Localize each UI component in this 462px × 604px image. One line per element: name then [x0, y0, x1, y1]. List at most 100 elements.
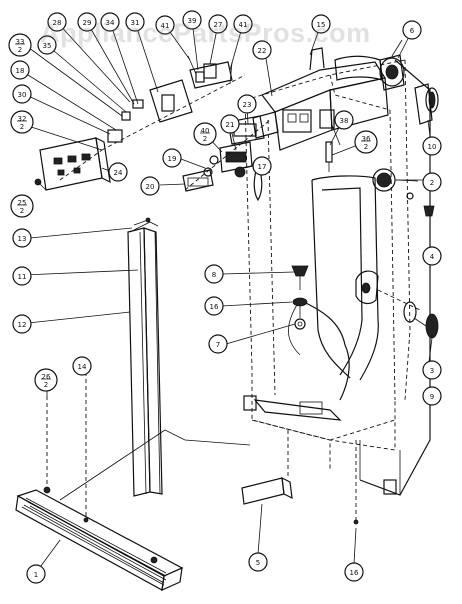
callout-8: 8	[204, 264, 224, 284]
bracket-10	[414, 83, 433, 137]
svg-text:34: 34	[106, 19, 115, 27]
svg-text:16: 16	[210, 303, 219, 311]
center-fittings	[291, 265, 309, 330]
door-strips	[127, 217, 163, 497]
svg-text:35: 35	[43, 42, 52, 50]
svg-text:8: 8	[212, 271, 216, 279]
callout-14: 14	[72, 356, 92, 376]
callout-15: 15	[311, 14, 331, 34]
svg-text:7: 7	[216, 341, 220, 349]
block-5	[241, 430, 293, 505]
svg-text:31: 31	[131, 19, 140, 27]
callout-41-left: 41	[155, 15, 175, 35]
callout-17: 17	[252, 156, 272, 176]
callout-5: 5	[248, 552, 268, 572]
tubing-assembly	[253, 163, 379, 421]
screw-25	[34, 178, 47, 191]
callout-6: 6	[402, 20, 422, 40]
callout-7: 7	[208, 334, 228, 354]
callout-11: 11	[12, 266, 32, 286]
svg-text:39: 39	[188, 17, 197, 25]
callout-4: 4	[422, 246, 442, 266]
callout-35: 35	[37, 35, 57, 55]
svg-text:252: 252	[18, 199, 27, 215]
callout-18: 18	[10, 60, 30, 80]
svg-text:262: 262	[42, 373, 51, 389]
svg-text:16: 16	[350, 569, 359, 577]
cabinet-outline	[59, 59, 431, 501]
rod-16	[353, 440, 359, 525]
callout-9: 9	[422, 386, 442, 406]
svg-text:15: 15	[317, 21, 326, 29]
callout-22: 22	[252, 40, 272, 60]
svg-text:362: 362	[362, 135, 371, 151]
svg-text:27: 27	[214, 21, 223, 29]
callout-28: 28	[47, 12, 67, 32]
evaporator-fan-motor	[379, 39, 439, 113]
cabinet-feet	[243, 395, 397, 495]
grille-1	[15, 489, 184, 591]
callout-23: 23	[237, 94, 257, 114]
callout-41-right: 41	[233, 14, 253, 34]
svg-text:10: 10	[428, 143, 437, 151]
callout-1: 1	[26, 564, 46, 584]
svg-text:30: 30	[18, 91, 27, 99]
svg-text:23: 23	[243, 101, 252, 109]
svg-text:19: 19	[168, 155, 177, 163]
callout-21: 21	[220, 114, 240, 134]
svg-text:41: 41	[161, 22, 170, 30]
svg-text:14: 14	[78, 363, 87, 371]
svg-text:5: 5	[256, 559, 260, 567]
svg-text:41: 41	[239, 21, 248, 29]
svg-text:38: 38	[340, 117, 349, 125]
svg-text:13: 13	[18, 235, 27, 243]
callout-30: 30	[12, 84, 32, 104]
svg-text:4: 4	[430, 253, 435, 261]
screw-26	[43, 396, 51, 494]
svg-text:11: 11	[18, 273, 27, 281]
callout-31: 31	[125, 12, 145, 32]
callout-20: 20	[140, 176, 160, 196]
callout-38: 38	[334, 110, 354, 130]
svg-text:6: 6	[410, 27, 415, 35]
rod-14	[83, 372, 89, 523]
callout-24: 24	[108, 162, 128, 182]
svg-text:28: 28	[53, 19, 62, 27]
fitting-group-right	[355, 168, 439, 339]
svg-text:17: 17	[258, 163, 267, 171]
svg-text:332: 332	[16, 38, 25, 54]
callout-19: 19	[162, 148, 182, 168]
callout-27: 27	[208, 14, 228, 34]
callout-18-center: 16	[204, 296, 224, 316]
svg-text:24: 24	[114, 169, 123, 177]
svg-text:29: 29	[83, 19, 92, 27]
callout-13: 13	[12, 228, 32, 248]
svg-text:20: 20	[146, 183, 155, 191]
svg-text:21: 21	[226, 121, 235, 129]
callout-16: 16	[344, 562, 364, 582]
svg-text:2: 2	[430, 179, 434, 187]
svg-text:9: 9	[430, 393, 434, 401]
callout-29: 29	[77, 12, 97, 32]
svg-text:22: 22	[258, 47, 267, 55]
svg-text:322: 322	[18, 115, 27, 131]
leader-lines	[19, 19, 433, 571]
callout-3: 3	[422, 360, 442, 380]
svg-text:1: 1	[34, 571, 38, 579]
callout-39: 39	[182, 10, 202, 30]
callout-34: 34	[100, 12, 120, 32]
control-panel-24	[39, 136, 111, 191]
air-duct-assembly	[261, 47, 389, 172]
callout-10: 10	[422, 136, 442, 156]
callout-12: 12	[12, 314, 32, 334]
svg-text:3: 3	[430, 367, 434, 375]
svg-text:402: 402	[201, 127, 210, 143]
callout-2: 2	[422, 172, 442, 192]
